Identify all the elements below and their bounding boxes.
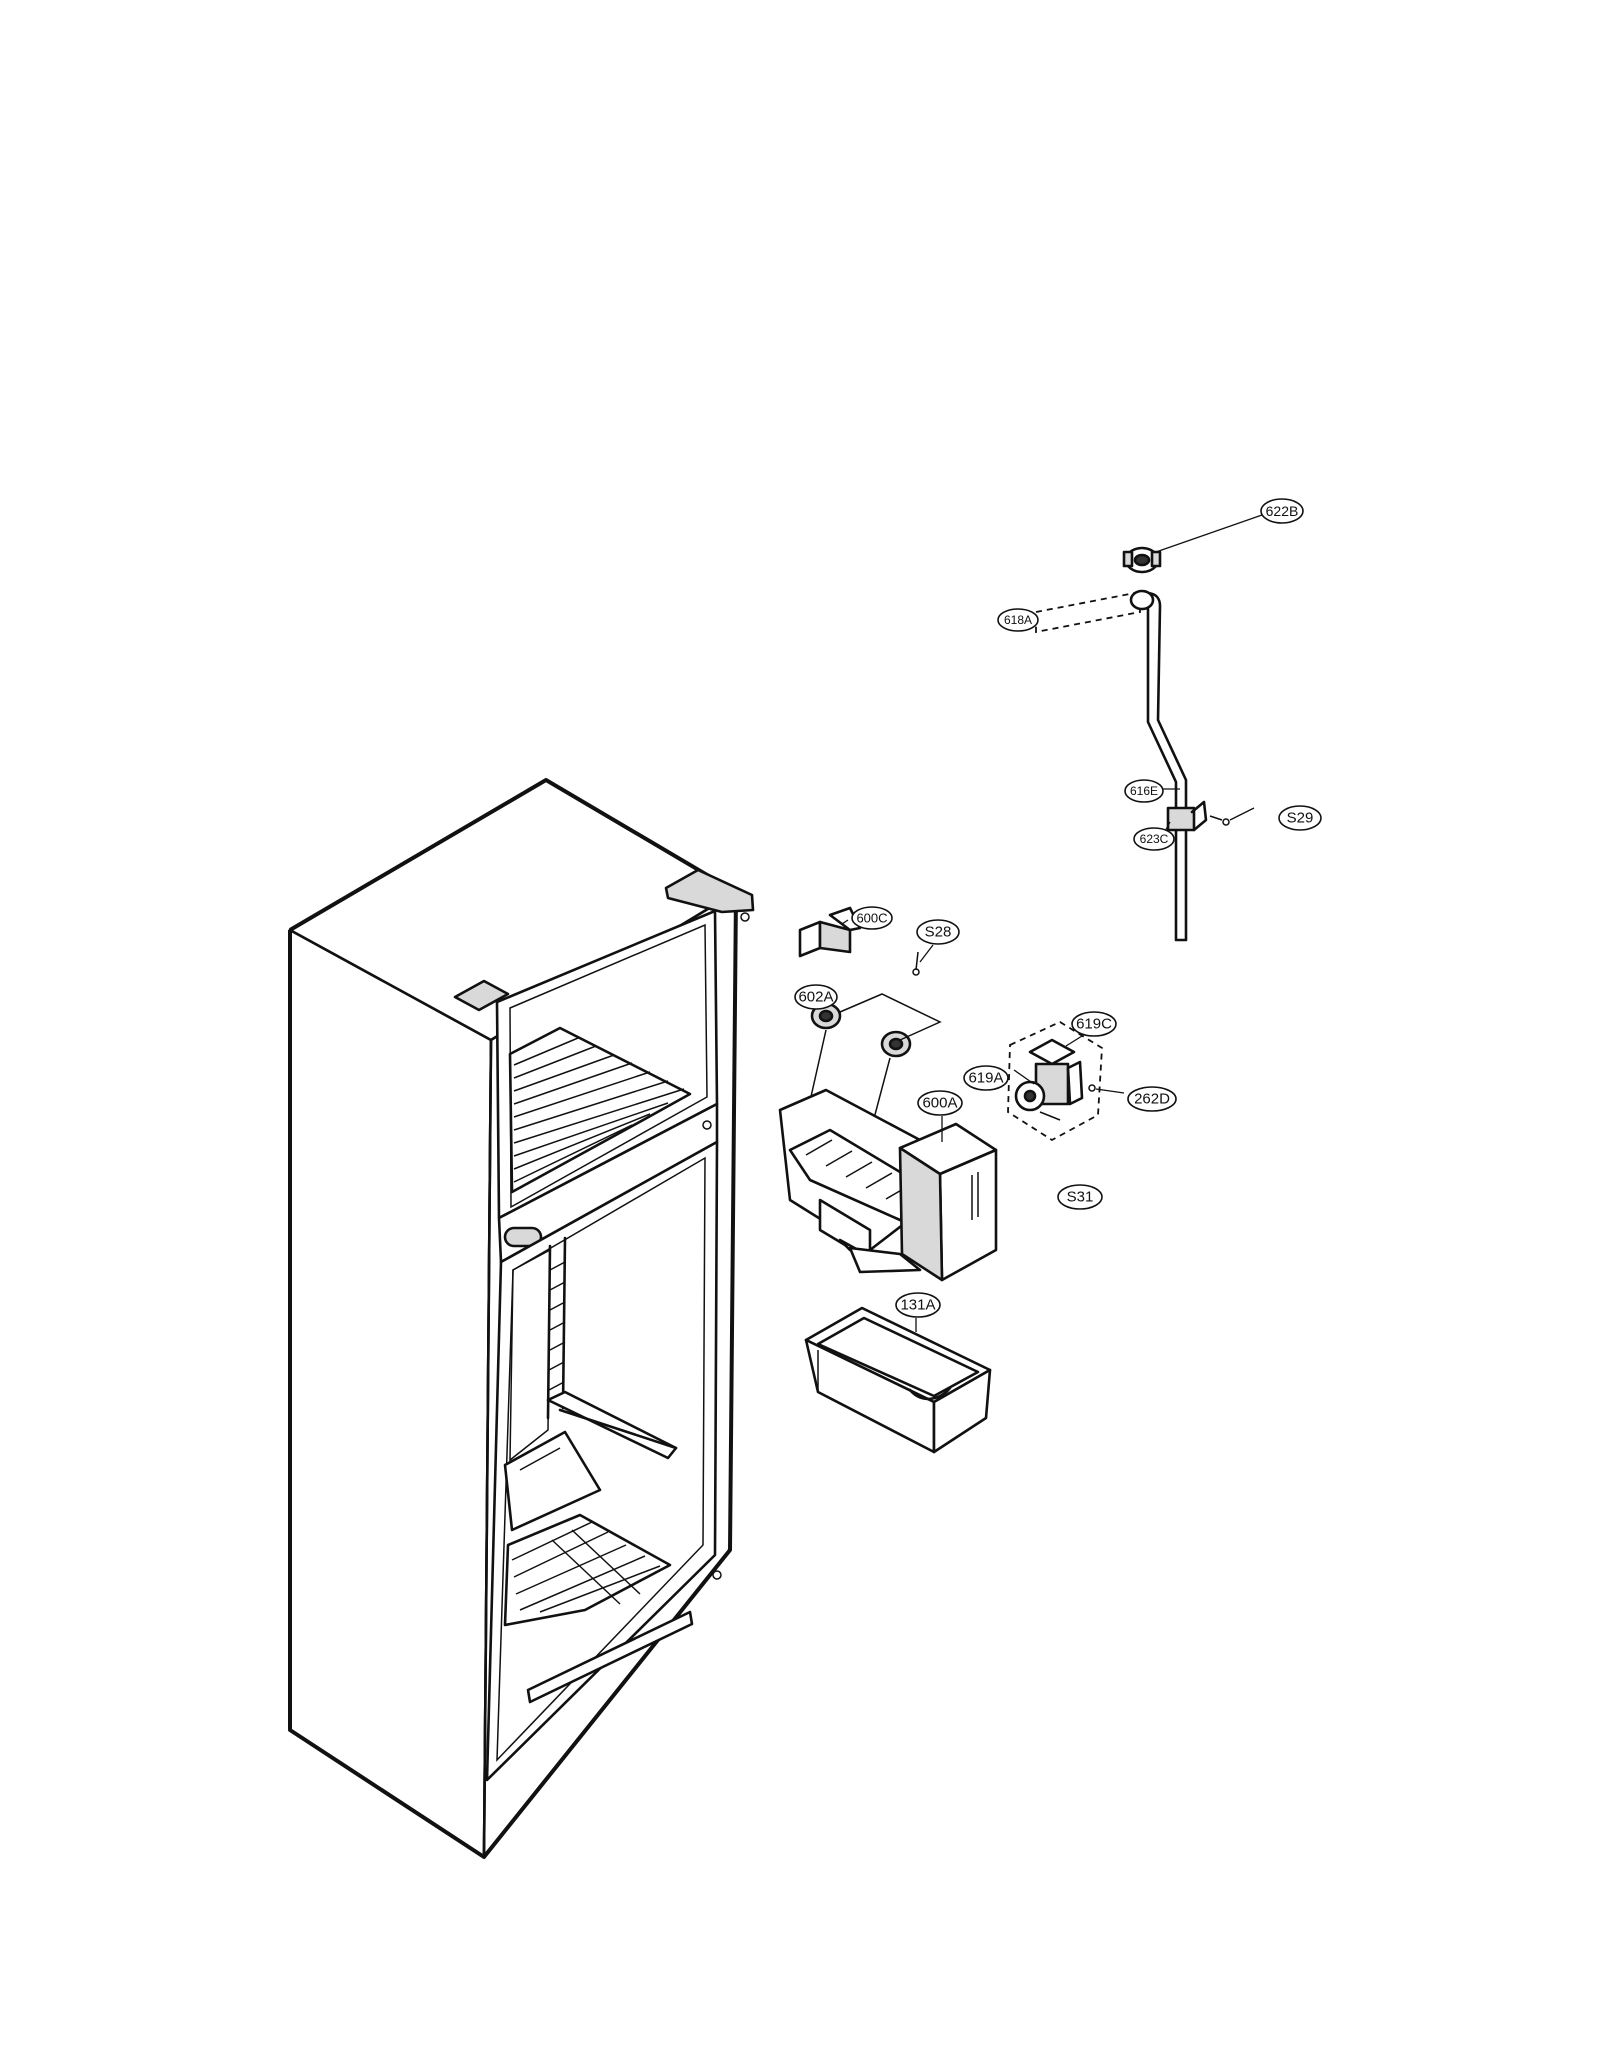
ice-bin (804, 1306, 992, 1454)
callout-623c: 623C (1133, 827, 1175, 851)
svg-text:600C: 600C (856, 911, 887, 926)
callout-616e: 616E (1124, 779, 1164, 803)
svg-text:622B: 622B (1266, 503, 1299, 519)
svg-text:S29: S29 (1287, 810, 1314, 827)
leader-lines (816, 514, 1263, 1332)
bracket-600c (798, 906, 862, 958)
grommet-622b (1122, 546, 1162, 574)
svg-text:616E: 616E (1130, 784, 1158, 798)
callout-618a: 618A (997, 608, 1039, 632)
callout-s31: S31 (1057, 1184, 1103, 1210)
svg-text:131A: 131A (900, 1297, 935, 1314)
shelf-rail (546, 1236, 567, 1420)
svg-text:600A: 600A (922, 1095, 957, 1112)
callout-600c: 600C (851, 906, 893, 930)
svg-text:618A: 618A (1004, 613, 1032, 627)
refrigerator-cabinet (288, 778, 755, 1859)
callout-619a: 619A (963, 1065, 1009, 1091)
ice-mold-cavities (805, 1139, 911, 1200)
callout-262d: 262D (1127, 1086, 1177, 1112)
callout-602a: 602A (794, 984, 838, 1010)
callout-s28: S28 (916, 919, 960, 945)
bushing-602a (810, 1002, 912, 1058)
ice-maker-assembly (778, 906, 998, 1282)
lower-shelf-wires (503, 1513, 672, 1627)
water-tube-assembly (1035, 546, 1230, 942)
callout-131a: 131A (895, 1292, 941, 1318)
callout-622b: 622B (1260, 498, 1304, 524)
callout-619c: 619C (1071, 1011, 1117, 1037)
svg-text:S31: S31 (1067, 1189, 1094, 1206)
freezer-shelf-wires (513, 1037, 685, 1183)
svg-text:619A: 619A (968, 1070, 1003, 1087)
svg-text:S28: S28 (925, 924, 952, 941)
callout-600a: 600A (917, 1090, 963, 1116)
svg-text:262D: 262D (1134, 1091, 1170, 1108)
svg-text:602A: 602A (798, 989, 833, 1006)
svg-text:619C: 619C (1076, 1016, 1112, 1033)
svg-text:623C: 623C (1140, 832, 1169, 846)
water-valve-assembly (1007, 1020, 1103, 1142)
callout-s29: S29 (1278, 805, 1322, 831)
